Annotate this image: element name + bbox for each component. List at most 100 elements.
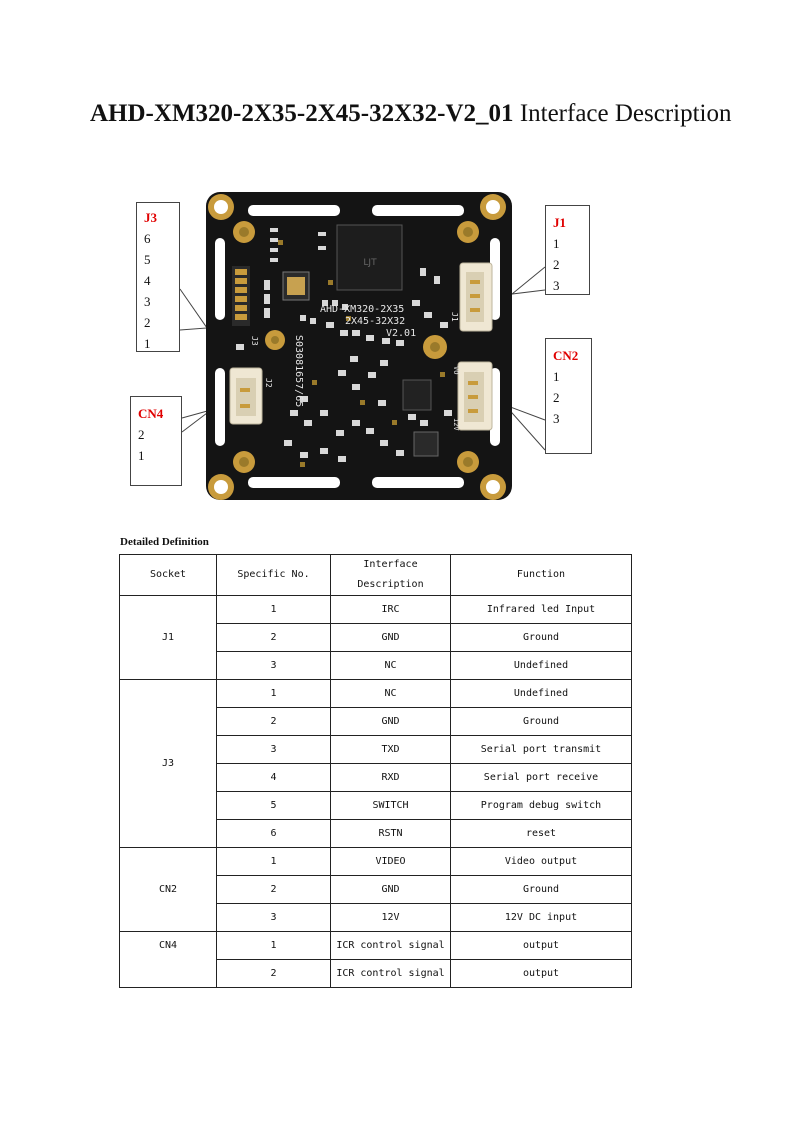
title-model: AHD-XM320-2X35-2X45-32X32-V2_01 <box>90 100 514 127</box>
table-row: 2 GND Ground <box>120 875 632 904</box>
silk-version: V2.01 <box>386 328 416 339</box>
svg-text:LJT: LJT <box>363 258 377 268</box>
function-cell: Video output <box>450 847 632 876</box>
callout-j3-pin: 6 <box>144 231 151 246</box>
table-row: CN2 1 VIDEO Video output <box>119 847 632 932</box>
pin-cell: 1 <box>216 931 331 960</box>
table-row: 3 TXD Serial port transmit <box>120 735 632 764</box>
function-cell: Serial port transmit <box>450 735 632 764</box>
callout-j1-pin: 1 <box>553 236 560 251</box>
callout-j1-pin: 3 <box>553 278 560 293</box>
table-row: J3 1 NC Undefined <box>119 679 632 848</box>
desc-cell: SWITCH <box>330 791 451 820</box>
callout-j3-pin: 4 <box>144 273 151 288</box>
desc-cell: GND <box>330 875 451 904</box>
pcb-diagram: LJT <box>179 192 546 500</box>
cn2-connector <box>457 361 493 431</box>
callout-cn4: CN4 2 1 <box>130 396 182 486</box>
function-cell: Ground <box>450 707 632 736</box>
main-chip <box>336 224 403 291</box>
pin-cell: 3 <box>216 903 331 932</box>
pin-cell: 3 <box>216 651 331 680</box>
table-row: 6 RSTN reset <box>120 819 632 848</box>
callout-j3-pin: 5 <box>144 252 151 267</box>
silk-j2: J2 <box>264 378 273 388</box>
function-cell: reset <box>450 819 632 848</box>
table-row: 3 NC Undefined <box>120 651 632 680</box>
pin-cell: 3 <box>216 735 331 764</box>
silk-j3: J3 <box>250 336 259 346</box>
function-cell: Undefined <box>450 651 632 680</box>
table-row: 2 ICR control signal output <box>120 959 632 988</box>
callout-j1-label: J1 <box>553 215 566 230</box>
callout-j3-pin: 2 <box>144 315 151 330</box>
callout-j1-pin: 2 <box>553 257 560 272</box>
socket-cell: CN2 <box>119 847 217 932</box>
function-cell: output <box>450 959 632 988</box>
mount-holes <box>208 194 506 500</box>
pin-cell: 1 <box>216 595 331 624</box>
desc-cell: RSTN <box>330 819 451 848</box>
pcb-substrate <box>206 192 512 500</box>
function-cell: Ground <box>450 623 632 652</box>
table-row: CN4 1 ICR control signal output <box>119 931 632 988</box>
header-interface-description: Interface Description <box>330 554 451 596</box>
callout-cn4-label: CN4 <box>138 406 164 421</box>
table-row: 3 12V 12V DC input <box>120 903 632 932</box>
leader-j3 <box>179 288 208 331</box>
callout-j3: J3 6 5 4 3 2 1 <box>136 202 180 352</box>
pin-cell: 4 <box>216 763 331 792</box>
table-row: J1 1 IRC Infrared led Input <box>119 595 632 680</box>
socket-cell: J3 <box>119 679 217 848</box>
function-cell: Serial port receive <box>450 763 632 792</box>
pin-cell: 6 <box>216 819 331 848</box>
function-cell: Program debug switch <box>450 791 632 820</box>
interface-table: Socket Specific No. Interface Descriptio… <box>119 554 632 988</box>
callout-j3-pin: 3 <box>144 294 151 309</box>
title-text: Interface Description <box>519 100 732 127</box>
j3-header <box>232 266 250 326</box>
function-cell: Ground <box>450 875 632 904</box>
page-title: AHD-XM320-2X35-2X45-32X32-V2_01 Interfac… <box>90 100 732 128</box>
function-cell: Infrared led Input <box>450 595 632 624</box>
function-cell: Undefined <box>450 679 632 708</box>
desc-cell: RXD <box>330 763 451 792</box>
table-header-row: Socket Specific No. Interface Descriptio… <box>119 554 632 596</box>
table-row: 2 GND Ground <box>120 707 632 736</box>
callout-j3-pin: 1 <box>144 336 151 351</box>
callout-cn4-pin: 1 <box>138 448 145 463</box>
desc-cell: ICR control signal <box>330 931 451 960</box>
callout-cn2-pin: 2 <box>553 390 560 405</box>
detail-heading: Detailed Definition <box>120 536 209 548</box>
silk-serial: S03081657/65 <box>293 335 304 407</box>
pin-cell: 2 <box>216 959 331 988</box>
table-row: 4 RXD Serial port receive <box>120 763 632 792</box>
desc-cell: IRC <box>330 595 451 624</box>
silk-model-1: AHD-XM320-2X35 <box>320 304 404 315</box>
desc-cell: VIDEO <box>330 847 451 876</box>
pcb-board: LJT <box>206 192 512 500</box>
pin-cell: 1 <box>216 847 331 876</box>
pin-cell: 2 <box>216 875 331 904</box>
cn4-connector <box>229 367 263 425</box>
socket-cell: J1 <box>119 595 217 680</box>
header-function: Function <box>450 554 632 596</box>
desc-cell: NC <box>330 679 451 708</box>
callout-cn2-pin: 1 <box>553 369 560 384</box>
pin-cell: 2 <box>216 707 331 736</box>
pin-cell: 1 <box>216 679 331 708</box>
silk-vo: VO <box>452 366 460 374</box>
callout-j1: J1 1 2 3 <box>545 205 590 295</box>
silk-model-2: 2X45-32X32 <box>345 316 405 327</box>
header-socket: Socket <box>119 554 217 596</box>
callout-cn2-label: CN2 <box>553 348 579 363</box>
silk-j1: J1 <box>450 312 459 322</box>
callout-cn2-pin: 3 <box>553 411 560 426</box>
callout-j3-label: J3 <box>144 210 157 225</box>
desc-cell: GND <box>330 623 451 652</box>
desc-cell: 12V <box>330 903 451 932</box>
leader-j1 <box>510 266 546 295</box>
header-interface-description-text: Interface Description <box>357 559 424 590</box>
desc-cell: TXD <box>330 735 451 764</box>
callout-cn2: CN2 1 2 3 <box>545 338 592 454</box>
